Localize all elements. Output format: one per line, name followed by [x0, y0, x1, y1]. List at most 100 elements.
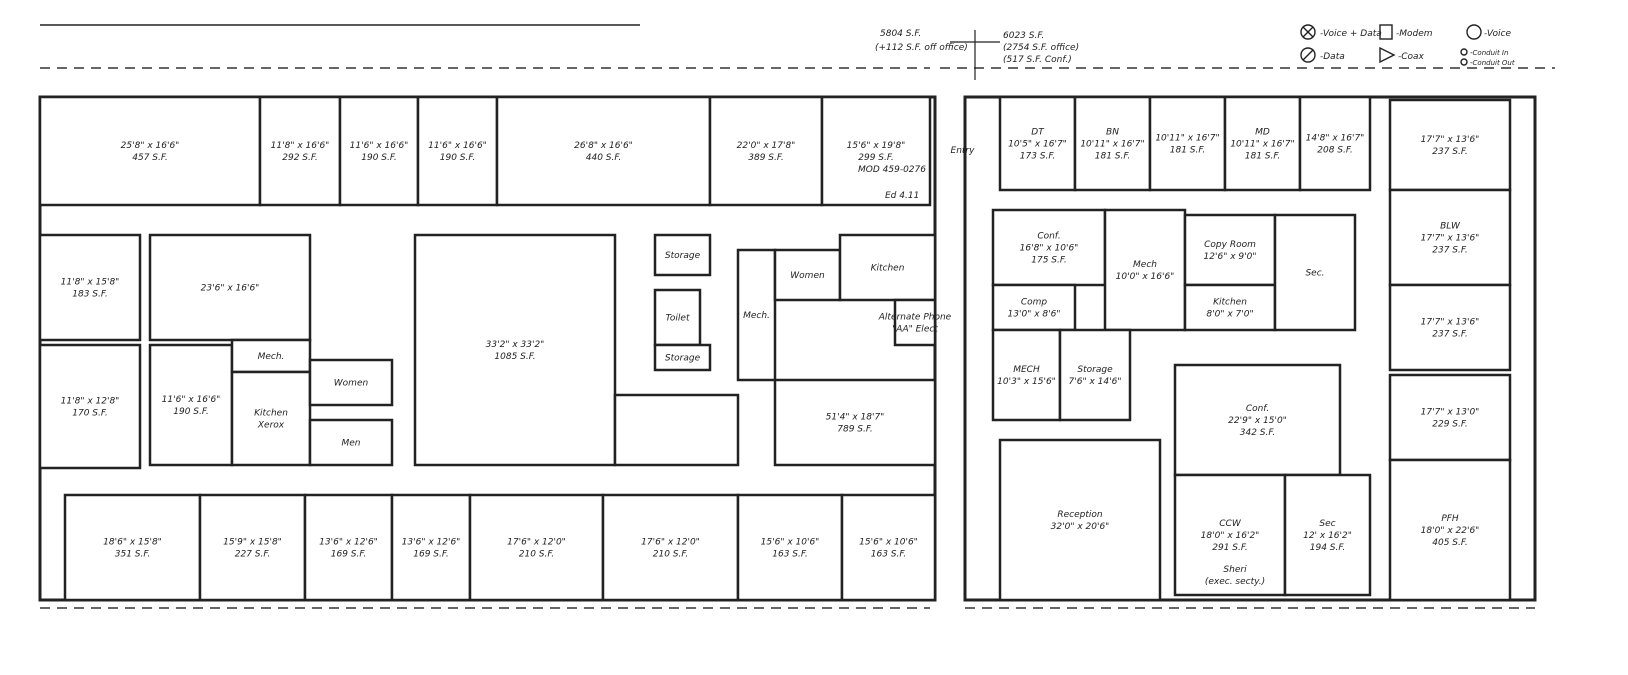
room-dimensions: 33'2" x 33'2"	[486, 340, 545, 350]
room-dimensions: 15'6" x 19'8"	[847, 141, 906, 151]
room-walls	[338, 95, 420, 207]
room-dimensions: 17'7" x 13'0"	[1421, 408, 1480, 418]
room-walls	[1283, 473, 1372, 597]
room-walls	[840, 493, 937, 602]
room-walls	[1183, 283, 1277, 332]
room-dimensions: 16'8" x 10'6"	[1020, 244, 1079, 254]
room-dimensions: 51'4" x 18'7"	[826, 413, 885, 423]
room-dimensions: 18'0" x 22'6"	[1421, 526, 1480, 536]
room-area: 181 S.F.	[1245, 152, 1281, 162]
coax-icon	[1379, 46, 1396, 64]
room-walls	[1103, 208, 1187, 332]
room-area: 190 S.F.	[173, 407, 209, 417]
room-name: Entry	[951, 146, 976, 156]
room-walls	[773, 378, 937, 467]
room-walls	[998, 438, 1162, 602]
room-walls	[258, 95, 342, 207]
mod-note: MOD 459-0276	[858, 165, 926, 175]
room-area: 175 S.F.	[1031, 256, 1067, 266]
room: Kitchen	[838, 233, 937, 302]
room-name: Sheri	[1223, 565, 1247, 575]
room: Storage	[653, 343, 712, 372]
room-walls	[308, 418, 394, 467]
room-area: 183 S.F.	[72, 290, 108, 300]
room-walls	[838, 233, 937, 302]
room-area: 181 S.F.	[1095, 152, 1131, 162]
room-walls	[148, 233, 312, 342]
room: Women	[773, 248, 842, 302]
room-dimensions: 25'8" x 16'6"	[121, 141, 180, 151]
room-area: 163 S.F.	[871, 550, 907, 560]
room-name: Sec.	[1305, 269, 1324, 279]
ed-note: Ed 4.11	[885, 191, 919, 201]
room-name: MD	[1255, 128, 1270, 138]
room-dimensions: 10'0" x 16'6"	[1116, 272, 1175, 282]
room-name: MECH	[1013, 365, 1040, 375]
room-area: 210 S.F.	[653, 550, 689, 560]
room: Entry	[951, 146, 976, 156]
room-dimensions: 11'8" x 16'6"	[271, 141, 330, 151]
room-dimensions: 23'6" x 16'6"	[201, 284, 260, 294]
room-dimensions: 11'6" x 16'6"	[350, 141, 409, 151]
room: 18'6" x 15'8" 351 S.F.	[63, 493, 202, 602]
room-name: PFH	[1441, 514, 1459, 524]
room-area: 190 S.F.	[440, 153, 476, 163]
room	[613, 393, 740, 467]
room-name: Storage	[665, 354, 701, 364]
room: Storage	[653, 233, 712, 277]
room-walls	[736, 248, 777, 382]
legend-conduit-in: -Conduit In	[1470, 49, 1508, 57]
left-area-note: 5804 S.F.	[880, 29, 921, 39]
room-area: 194 S.F.	[1310, 543, 1346, 553]
room-walls	[653, 288, 702, 347]
room-dimensions: 18'0" x 16'2"	[1201, 531, 1260, 541]
room-area: 351 S.F.	[115, 550, 151, 560]
room-walls	[416, 95, 499, 207]
modem-icon	[1379, 24, 1393, 40]
voice-data-icon	[1300, 24, 1316, 40]
room-walls	[998, 95, 1077, 192]
room-area: 789 S.F.	[837, 425, 873, 435]
room-dimensions: 22'0" x 17'8"	[737, 141, 796, 151]
room-name: Sec	[1319, 519, 1335, 529]
room-dimensions: 11'8" x 15'8"	[61, 278, 120, 288]
room: 15'9" x 15'8"227 S.F.	[198, 493, 307, 602]
legend-data: -Data	[1320, 52, 1345, 62]
room-area: 1085 S.F.	[494, 352, 535, 362]
room-dimensions: 13'6" x 12'6"	[319, 538, 378, 548]
room: 17'6" x 12'0"210 S.F.	[601, 493, 740, 602]
room-dimensions: "AA" Elect	[892, 325, 938, 335]
room-name: Conf.	[1246, 404, 1269, 414]
room-name: Reception	[1057, 510, 1103, 520]
room-name: Alternate Phone	[878, 313, 952, 323]
room-walls	[613, 393, 740, 467]
room: 15'6" x 10'6"163 S.F.	[736, 493, 844, 602]
room: 11'8" x 15'8" 183 S.F.	[38, 233, 142, 342]
room: 11'6" x 16'6"190 S.F.	[416, 95, 499, 207]
room-dimensions: 10'11" x 16'7"	[1230, 140, 1294, 150]
room: 15'6" x 19'8"299 S.F.	[820, 95, 932, 207]
room-dimensions: 18'6" x 15'8"	[103, 538, 162, 548]
room-walls	[1058, 328, 1132, 422]
room-walls	[390, 493, 472, 602]
room-walls	[601, 493, 740, 602]
roof-outline-right	[940, 67, 1555, 609]
room-name: DT	[1031, 128, 1045, 138]
legend: -Voice + Data -Modem -Voice -Data -Coax …	[1300, 24, 1515, 67]
room-dimensions: 13'0" x 8'6"	[1008, 310, 1061, 320]
room-dimensions: 8'0" x 7'0"	[1206, 310, 1253, 320]
room: MD 10'11" x 16'7" 181 S.F.	[1223, 95, 1302, 192]
room-name: Women	[790, 271, 825, 281]
room-dimensions: 14'8" x 16'7"	[1306, 134, 1365, 144]
room: 11'8" x 16'6"292 S.F.	[258, 95, 342, 207]
